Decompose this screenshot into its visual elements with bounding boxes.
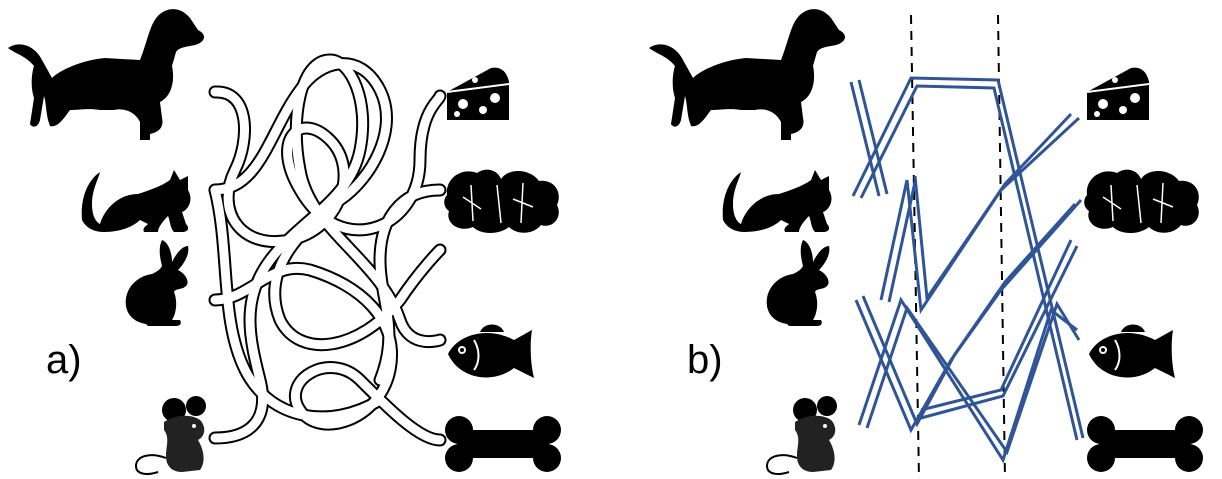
cat-icon	[81, 170, 191, 232]
rabbit-icon	[125, 240, 189, 326]
rabbit-icon	[766, 240, 830, 326]
path-dog-upper	[851, 76, 1085, 441]
straightened-paths	[849, 76, 1085, 464]
panel-b: b)	[611, 0, 1222, 479]
bone-icon	[445, 416, 561, 472]
path-cat	[879, 112, 1081, 315]
cheese-icon	[1086, 66, 1150, 121]
dog-icon	[8, 9, 204, 140]
path-mouse	[857, 296, 1081, 464]
bone-icon	[1087, 416, 1203, 472]
cheese-icon	[446, 66, 510, 121]
path-cross-extra	[920, 239, 1079, 420]
cabbage-icon	[443, 168, 560, 234]
dog-icon	[649, 9, 845, 140]
cabbage-icon	[1083, 168, 1200, 234]
dashed-guide-right	[997, 14, 1006, 479]
tangled-maze	[208, 53, 447, 447]
mouse-icon	[766, 395, 838, 475]
panel-b-label: b)	[687, 338, 723, 382]
path-dog	[849, 79, 889, 197]
panel-a-drawing	[8, 9, 561, 475]
cat-icon	[722, 170, 832, 232]
mouse-icon	[135, 395, 207, 475]
panel-a: a)	[8, 9, 561, 475]
fish-icon	[447, 323, 535, 379]
fish-icon	[1088, 323, 1176, 379]
panel-a-label: a)	[46, 338, 82, 382]
panel-b-drawing	[649, 9, 1203, 479]
path-rabbit	[854, 199, 1083, 434]
